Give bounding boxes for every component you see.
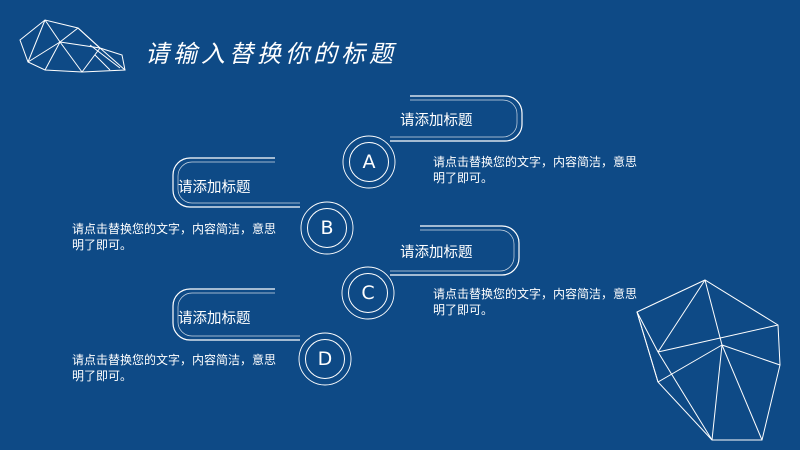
heading-a: 请添加标题 [400, 113, 473, 129]
desc-a: 请点击替换您的文字，内容简洁，意思明了即可。 [433, 155, 638, 185]
badge-a: A [349, 142, 389, 182]
badge-d: D [305, 339, 345, 379]
heading-b: 请添加标题 [178, 180, 251, 196]
badge-c: C [348, 273, 388, 313]
connector-line-a [390, 95, 523, 142]
connector-line-b [172, 157, 300, 208]
heading-d: 请添加标题 [178, 311, 251, 327]
badge-ring-b [300, 201, 354, 255]
badge-ring-a [342, 135, 396, 189]
polygon-gem-icon-top-left [19, 19, 126, 73]
connector-line-c [390, 225, 520, 276]
badge-b: B [307, 208, 347, 248]
page-title: 请输入替换你的标题 [145, 40, 397, 68]
desc-b: 请点击替换您的文字，内容简洁，意思明了即可。 [72, 222, 277, 252]
connector-line-d [172, 288, 300, 341]
polygon-gem-icon-bottom-right [636, 279, 781, 441]
heading-c: 请添加标题 [400, 245, 473, 261]
desc-c: 请点击替换您的文字，内容简洁，意思明了即可。 [433, 287, 638, 317]
desc-d: 请点击替换您的文字，内容简洁，意思明了即可。 [72, 353, 277, 383]
badge-rings [298, 135, 396, 386]
badge-ring-c [341, 266, 395, 320]
badge-ring-d [298, 332, 352, 386]
